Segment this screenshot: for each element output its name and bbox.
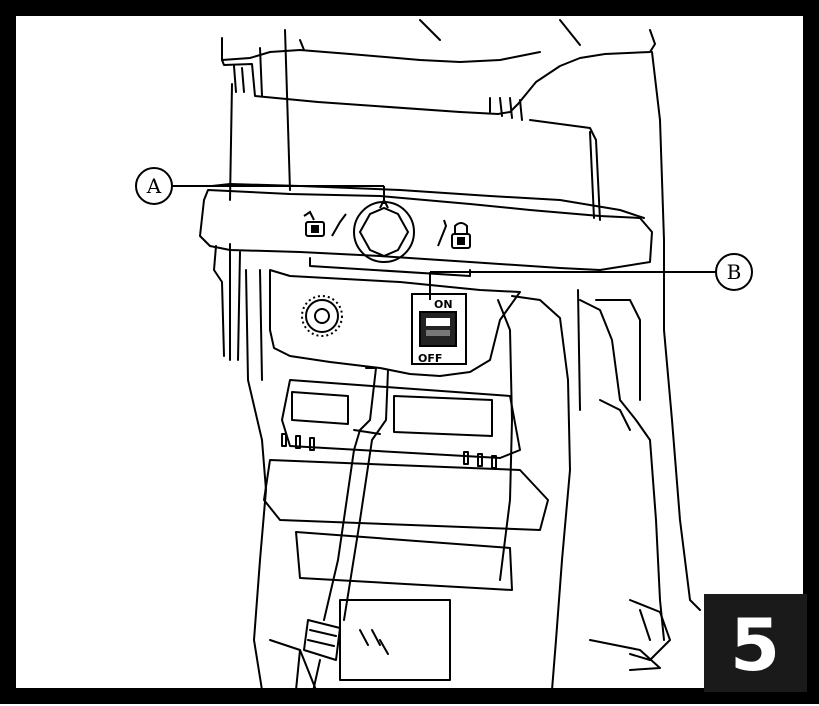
wheel-bracket: [589, 599, 671, 671]
unlock-icon: [303, 210, 347, 237]
switch-on-label: ON: [434, 298, 453, 311]
callout-b: B: [429, 253, 753, 300]
step-number-badge: 5: [704, 594, 807, 692]
control-panel: [199, 183, 653, 361]
wand-tube: [295, 367, 389, 697]
lock-icon: [437, 219, 471, 249]
step-number: 5: [730, 603, 780, 687]
power-switch-icon: ON OFF: [411, 293, 467, 365]
vent-slots: [281, 433, 497, 469]
callout-a-label: A: [146, 174, 162, 198]
key-switch-icon: [301, 295, 343, 337]
callout-a: A: [135, 167, 385, 205]
switch-plate: [259, 269, 581, 411]
body-housing: [245, 269, 665, 701]
switch-off-label: OFF: [418, 352, 442, 365]
callout-b-label: B: [727, 260, 742, 284]
